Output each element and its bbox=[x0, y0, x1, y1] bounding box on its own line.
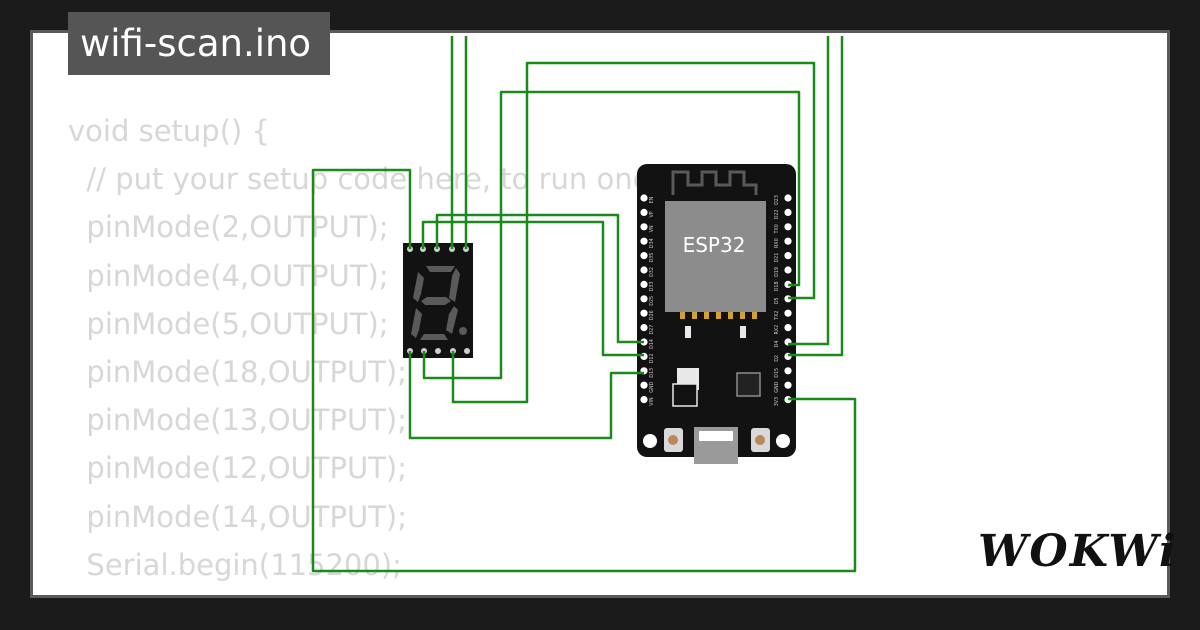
antenna-trace bbox=[671, 170, 758, 195]
mount-hole bbox=[643, 434, 657, 448]
pin-label: GND bbox=[649, 381, 655, 392]
header-pin[interactable] bbox=[640, 324, 648, 332]
code-line: pinMode(2,OUTPUT); bbox=[68, 210, 389, 245]
canvas-card: void setup() { // put your setup code he… bbox=[33, 33, 1167, 595]
code-line: Serial.begin(115200); bbox=[68, 547, 402, 582]
chip-pads bbox=[680, 312, 757, 319]
wire bbox=[421, 220, 644, 357]
pin-label: D21 bbox=[774, 253, 780, 263]
pin-label: D35 bbox=[649, 253, 655, 263]
code-line: pinMode(14,OUTPUT); bbox=[68, 499, 408, 534]
pin-label: D15 bbox=[774, 368, 780, 378]
header-pin[interactable] bbox=[784, 237, 792, 245]
code-line: // put your setup code here, to run once… bbox=[68, 162, 677, 197]
wire bbox=[408, 351, 644, 440]
pin-label: D18 bbox=[774, 281, 780, 291]
boot-button-cap bbox=[668, 435, 678, 445]
wire bbox=[422, 90, 801, 380]
pin-label: D12 bbox=[649, 353, 655, 363]
mount-hole bbox=[776, 434, 790, 448]
wokwi-logo: WOKWi bbox=[978, 526, 1178, 577]
pin-label: D23 bbox=[774, 195, 780, 205]
wires bbox=[311, 36, 857, 573]
wire bbox=[788, 36, 830, 346]
pin-label: D19 bbox=[774, 267, 780, 277]
code-line: void setup() { bbox=[68, 114, 270, 148]
code-line: pinMode(12,OUTPUT); bbox=[68, 451, 408, 486]
header-pin[interactable] bbox=[640, 252, 648, 260]
pin-label: RX0 bbox=[774, 238, 780, 248]
header-pin[interactable] bbox=[640, 237, 648, 245]
wire bbox=[451, 61, 816, 404]
pin-label: D13 bbox=[649, 368, 655, 378]
header-pin[interactable] bbox=[784, 252, 792, 260]
usb-uart-chip bbox=[736, 372, 761, 397]
pin-label: RX2 bbox=[774, 325, 780, 335]
pin-label: D34 bbox=[649, 238, 655, 248]
header-pin[interactable] bbox=[640, 208, 648, 216]
pin-label: D26 bbox=[649, 310, 655, 320]
pin-label: D32 bbox=[649, 267, 655, 277]
pin-label: D4 bbox=[774, 341, 780, 348]
pin-label: D27 bbox=[649, 325, 655, 335]
pin-label: GND bbox=[774, 381, 780, 392]
esp32-board[interactable]: ESP32 ENVPVND34D35D32D33D25D26D27D14D12D… bbox=[637, 164, 796, 464]
smd-component bbox=[685, 326, 691, 338]
pin-label: TX2 bbox=[774, 311, 780, 321]
reset-button-cap bbox=[755, 435, 765, 445]
pin-label: TX0 bbox=[774, 224, 780, 234]
header-pin[interactable] bbox=[640, 309, 648, 317]
pin-label: D25 bbox=[649, 296, 655, 306]
usb-port-opening bbox=[699, 431, 733, 441]
code-line: pinMode(18,OUTPUT); bbox=[68, 354, 408, 389]
pin-label: D14 bbox=[649, 339, 655, 349]
pin-label: D22 bbox=[774, 209, 780, 219]
display-segments bbox=[411, 266, 467, 340]
header-pin[interactable] bbox=[784, 208, 792, 216]
header-pin[interactable] bbox=[784, 367, 792, 375]
wire bbox=[435, 213, 644, 344]
chip-label: ESP32 bbox=[683, 233, 746, 257]
pin-label: D2 bbox=[774, 355, 780, 362]
page-title: wifi-scan.ino bbox=[68, 12, 330, 75]
pin-label: VN bbox=[649, 225, 655, 232]
header-pin[interactable] bbox=[784, 381, 792, 389]
header-pin[interactable] bbox=[784, 266, 792, 274]
header-pin[interactable] bbox=[784, 223, 792, 231]
header-pin[interactable] bbox=[640, 223, 648, 231]
pin-label: EN bbox=[649, 196, 655, 203]
pin-label: D33 bbox=[649, 281, 655, 291]
header-pin[interactable] bbox=[784, 324, 792, 332]
code-line: pinMode(13,OUTPUT); bbox=[68, 403, 408, 438]
seven-segment-display[interactable] bbox=[403, 243, 473, 358]
header-pin[interactable] bbox=[640, 381, 648, 389]
header-pin[interactable] bbox=[640, 266, 648, 274]
code-background: void setup() { // put your setup code he… bbox=[68, 107, 676, 595]
header-pin[interactable] bbox=[784, 194, 792, 202]
pin-label: 3V3 bbox=[774, 397, 780, 406]
pin-label: VIN bbox=[649, 397, 655, 406]
header-pin[interactable] bbox=[640, 194, 648, 202]
wire bbox=[788, 36, 844, 357]
pin-label: VP bbox=[649, 211, 655, 217]
code-line: pinMode(4,OUTPUT); bbox=[68, 258, 389, 293]
header-pin[interactable] bbox=[640, 295, 648, 303]
code-line: pinMode(5,OUTPUT); bbox=[68, 306, 389, 341]
esp32-chip bbox=[665, 201, 766, 312]
smd-component bbox=[740, 326, 746, 338]
wire bbox=[311, 168, 857, 573]
header-pin[interactable] bbox=[640, 396, 648, 404]
header-pin[interactable] bbox=[640, 280, 648, 288]
header-pin[interactable] bbox=[784, 309, 792, 317]
regulator-body bbox=[672, 383, 698, 407]
pin-label: D5 bbox=[774, 297, 780, 304]
